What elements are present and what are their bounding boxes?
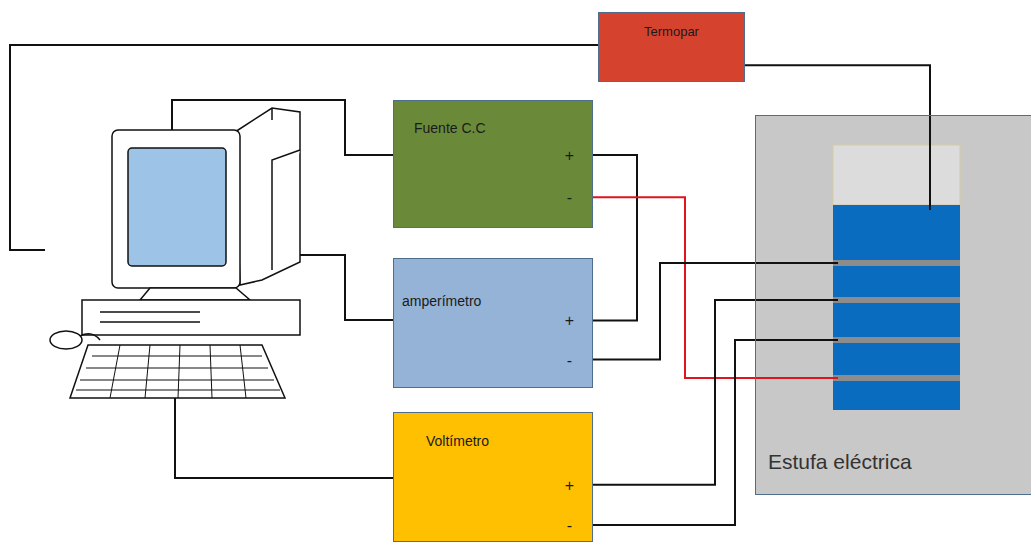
node-label: amperímetro (394, 292, 592, 310)
wire (593, 300, 755, 485)
terminal-sign: - (394, 352, 592, 370)
terminal-sign: + (394, 147, 592, 165)
inner-wires (755, 115, 930, 378)
sensor-box: Termopar (598, 12, 745, 82)
power-supply-box: Fuente C.C + - (393, 100, 593, 228)
node-label: Termopar (599, 23, 744, 41)
wire (593, 155, 637, 320)
terminal-sign: - (394, 189, 592, 207)
wire (745, 65, 930, 115)
oven-box: Estufa eléctrica (755, 115, 1031, 495)
terminal-sign: - (394, 517, 592, 535)
ammeter-box: amperímetro + - (393, 258, 593, 388)
electrolyte (833, 205, 960, 410)
computer-icon (50, 108, 300, 398)
terminal-sign: + (394, 477, 592, 495)
wire (593, 340, 755, 525)
terminal-sign: + (394, 312, 592, 330)
voltmeter-box: Voltímetro + - (393, 412, 593, 542)
node-label: Fuente C.C (394, 119, 592, 137)
oven-body (755, 115, 1031, 495)
node-label: Voltímetro (394, 432, 592, 450)
node-label: Estufa eléctrica (756, 449, 1031, 475)
wire (593, 197, 755, 378)
wire (593, 263, 755, 359)
vessel-top (833, 145, 960, 205)
electrodes (833, 260, 960, 381)
